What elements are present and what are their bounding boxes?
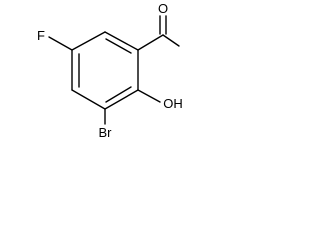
chemical-structure-diagram: O F OH Br xyxy=(37,1,183,140)
bond-carbonyl-to-methyl xyxy=(162,34,180,47)
bond-ring-to-hydroxyl xyxy=(137,89,161,103)
ring-bond-c2-c3 xyxy=(104,31,139,51)
ring-bond-c5-c6 xyxy=(71,89,106,110)
ring-double-bond-c2-c3 xyxy=(105,38,132,54)
atom-label-hydroxyl: OH xyxy=(163,96,183,111)
bond-ring-to-carbonyl xyxy=(137,34,164,51)
ring-bond-c1-c2 xyxy=(71,31,106,51)
atom-label-oxygen: O xyxy=(158,1,168,16)
atom-label-bromine: Br xyxy=(99,125,113,140)
benzene-ring xyxy=(71,31,139,110)
ring-double-bond-c4-c5 xyxy=(105,86,132,103)
ring-bond-c4-c5 xyxy=(104,89,139,110)
atom-label-fluorine: F xyxy=(37,28,45,43)
bond-ring-to-fluorine xyxy=(48,36,73,51)
